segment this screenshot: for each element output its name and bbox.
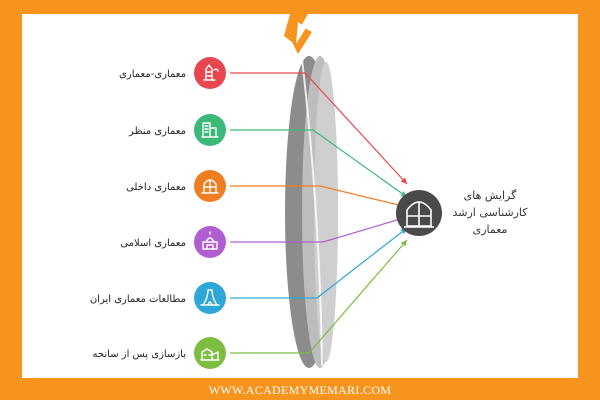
category-circle [194,282,226,314]
category-label: معماری اسلامی [120,238,186,249]
target-title-line-1: گرایش های [464,189,517,202]
connector-line [230,72,408,185]
azadi-tower-icon [200,289,220,306]
arrowhead-icon [400,177,407,184]
category-circle [194,57,226,89]
category-circle [194,337,226,369]
category-label: معماری داخلی [126,182,186,193]
ruins-icon [200,348,220,361]
category-item[interactable]: معماری اسلامی [120,226,226,258]
category-label: بازسازی پس از سانحه [93,349,186,360]
target-title-line-2: کارشناسی ارشد [452,206,528,219]
diagram-panel: معماری-معماری معماری منظر معماری داخلی معما… [22,14,578,378]
academy-logo-icon [284,14,312,54]
category-item[interactable]: معماری منظر [128,114,226,146]
connector-line [230,185,408,208]
category-list: معماری-معماری معماری منظر معماری داخلی معما… [90,57,226,369]
arrowhead-icon [400,240,407,247]
category-item[interactable]: مطالعات معماری ایران [90,282,226,314]
target-node[interactable]: گرایش های کارشناسی ارشد معماری [396,189,528,236]
connector-line [230,129,408,198]
diagram-canvas: معماری-معماری معماری منظر معماری داخلی معما… [90,14,528,369]
category-item[interactable]: معماری-معماری [119,57,226,89]
category-label: معماری منظر [128,126,186,137]
building-window-icon [404,201,434,228]
category-item[interactable]: معماری داخلی [126,170,226,202]
mosque-icon [202,231,218,250]
connector-line [230,227,408,299]
website-url[interactable]: WWW.ACADEMYMEMARI.COM [208,383,392,397]
connector-line [230,216,408,243]
category-item[interactable]: بازسازی پس از سانحه [93,337,226,369]
lens-shape [285,56,338,368]
window-icon [201,179,219,194]
tower-icon [203,64,219,81]
category-label: مطالعات معماری ایران [90,294,186,305]
connector-line [230,239,408,354]
buildings-tree-icon [201,122,219,138]
category-label: معماری-معماری [119,69,186,80]
target-title-line-3: معماری [473,223,508,236]
